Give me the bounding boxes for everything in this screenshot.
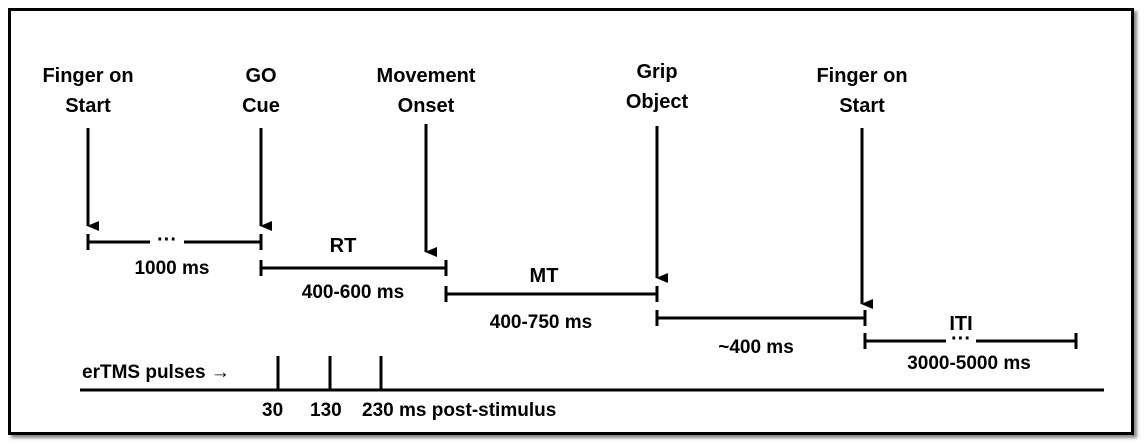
segment-rt (259, 260, 448, 276)
segment-top-label-mt: MT (530, 265, 559, 287)
segment-top-label-iti: ITI (949, 313, 972, 335)
segment-top-label-rt: RT (330, 235, 357, 257)
segment-mt (444, 286, 659, 302)
segment-1000ms (86, 234, 263, 250)
event-label-finger-on-start-2-line2: Start (839, 95, 885, 117)
segment-dots-1: ··· (157, 229, 177, 251)
segment-label-mt: 400-750 ms (490, 312, 592, 333)
event-label-finger-on-start-1: Finger on (42, 65, 133, 87)
pulse-time-130: 130 (310, 400, 342, 421)
event-label-movement-onset: Movement (377, 65, 476, 87)
event-label-finger-on-start-2: Finger on (816, 65, 907, 87)
diagram-frame (8, 8, 1134, 435)
pulses-label: erTMS pulses → (82, 362, 230, 383)
segment-dots-iti: ··· (951, 328, 971, 350)
event-label-finger-on-start-1-line2: Start (65, 95, 111, 117)
segment-label-400ms: ~400 ms (718, 337, 794, 358)
event-label-go-cue: GO (245, 65, 276, 87)
pulse-time-30: 30 (262, 400, 283, 421)
segment-label-rt: 400-600 ms (302, 282, 404, 303)
segment-label-1000ms: 1000 ms (134, 258, 209, 279)
segment-label-iti: 3000-5000 ms (907, 353, 1031, 374)
segment-iti (863, 333, 1078, 349)
pulse-time-230: 230 ms post-stimulus (362, 400, 556, 421)
event-label-grip-object-line2: Object (626, 91, 689, 113)
event-label-movement-onset-line2: Onset (398, 95, 455, 117)
event-label-go-cue-line2: Cue (242, 95, 280, 117)
event-label-grip-object: Grip (636, 61, 677, 83)
segment-400ms (655, 310, 867, 326)
